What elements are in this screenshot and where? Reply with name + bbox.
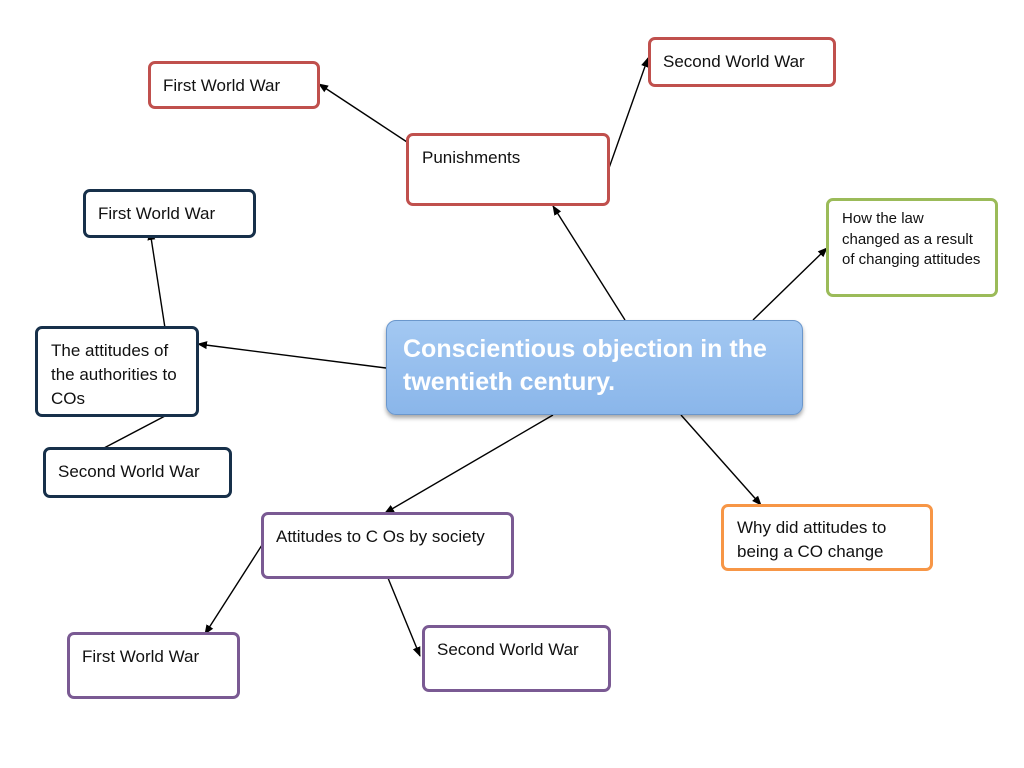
- node-authorities-second-world-war[interactable]: Second World War: [43, 447, 232, 498]
- node-society-attitudes-label: Attitudes to C Os by society: [276, 527, 485, 546]
- connector-authorities-to-second-ww: [103, 415, 166, 449]
- node-society-attitudes[interactable]: Attitudes to C Os by society: [261, 512, 514, 579]
- node-authorities-first-world-war[interactable]: First World War: [83, 189, 256, 238]
- node-authorities-attitudes-label: The attitudes of the authorities to COs: [51, 341, 177, 408]
- node-label: First World War: [82, 647, 200, 666]
- node-law-changes[interactable]: How the law changed as a result of chang…: [826, 198, 998, 297]
- central-topic-label: Conscientious objection in the twentieth…: [403, 335, 767, 396]
- node-label: First World War: [163, 76, 281, 95]
- arrow-central-to-punishments: [552, 205, 626, 321]
- arrow-punishments-to-first-ww: [318, 83, 408, 143]
- node-authorities-attitudes[interactable]: The attitudes of the authorities to COs: [35, 326, 199, 417]
- node-law-changes-label: How the law changed as a result of chang…: [842, 210, 981, 268]
- node-why-attitudes-changed[interactable]: Why did attitudes to being a CO change: [721, 504, 933, 571]
- arrow-society-to-first-ww: [204, 544, 263, 635]
- node-society-first-world-war[interactable]: First World War: [67, 632, 240, 699]
- node-label: First World War: [98, 204, 216, 223]
- node-punishments-first-world-war[interactable]: First World War: [148, 61, 320, 109]
- node-label: Second World War: [663, 52, 805, 71]
- arrow-central-to-society: [384, 414, 554, 514]
- node-punishments[interactable]: Punishments: [406, 133, 610, 206]
- arrow-society-to-second-ww: [387, 577, 421, 657]
- arrow-central-to-why: [680, 414, 762, 506]
- node-label: Second World War: [58, 462, 200, 481]
- central-topic[interactable]: Conscientious objection in the twentieth…: [386, 320, 803, 415]
- arrow-punishments-to-second-ww: [608, 57, 649, 169]
- arrow-authorities-to-first-ww: [147, 230, 166, 329]
- node-why-attitudes-changed-label: Why did attitudes to being a CO change: [737, 518, 887, 561]
- node-punishments-label: Punishments: [422, 148, 521, 167]
- arrow-central-to-authorities: [197, 341, 387, 369]
- node-society-second-world-war[interactable]: Second World War: [422, 625, 611, 692]
- node-label: Second World War: [437, 640, 579, 659]
- arrow-central-to-law: [752, 247, 828, 321]
- node-punishments-second-world-war[interactable]: Second World War: [648, 37, 836, 87]
